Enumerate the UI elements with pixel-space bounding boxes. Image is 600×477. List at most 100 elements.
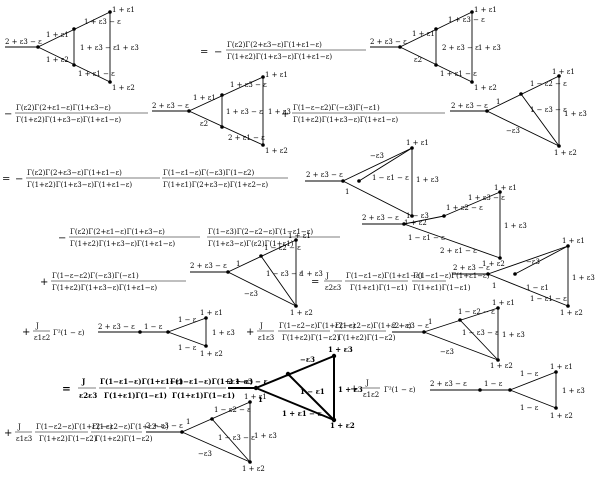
math-label-7: 1 + ε1 − ε: [78, 70, 115, 78]
math-label-102: 2 + ε3 − ε: [98, 323, 135, 331]
math-label-73: Γ(1−ε−ε2)Γ(−ε3)Γ(−ε1): [52, 272, 139, 280]
math-label-132: −ε3: [300, 355, 315, 364]
math-label-157: 2 + ε3 − ε: [146, 422, 183, 430]
math-label-139: +: [350, 384, 358, 395]
math-label-160: 1 + ε1: [244, 393, 267, 401]
math-label-21: 1 + ε2: [474, 84, 497, 92]
math-label-108: 1 + ε2: [200, 350, 223, 358]
math-label-9: =: [200, 47, 208, 58]
math-label-112: Γ(1−ε2−ε)Γ(1+ε2−ε): [279, 322, 356, 330]
math-label-148: 1 − ε: [520, 404, 539, 412]
math-label-81: −ε3: [244, 290, 258, 298]
math-label-4: 1 + ε3 − ε: [80, 44, 117, 52]
math-label-16: 1 + ε1: [474, 6, 497, 14]
math-label-14: 1 + ε1: [412, 30, 435, 38]
diagram-4: 2 + ε3 − ε 1 1 − ε2 − ε 1 + ε1 1 − ε3 − …: [450, 68, 587, 157]
math-label-52: −ε3: [370, 152, 384, 160]
diagram-6: 2 + ε3 − ε 1 − ε3 1 + ε2 − ε 1 + ε3 − ε …: [362, 184, 527, 268]
math-label-123: 1 + ε2: [490, 362, 513, 370]
math-label-68: 1 + ε3: [504, 222, 527, 230]
math-label-117: 1: [428, 318, 432, 326]
math-label-60: Γ(1+ε2)Γ(1+ε3−ε)Γ(1+ε1−ε): [70, 240, 175, 248]
math-label-90: 2 + ε3 − ε: [453, 264, 490, 272]
math-label-104: 1 − ε: [178, 316, 197, 324]
diagram-13: 2 + ε3 − ε 1 1 − ε2 − ε 1 + ε1 1 − ε3 − …: [146, 393, 277, 473]
math-label-143: 2 + ε3 − ε: [430, 380, 467, 388]
math-label-94: 1 + ε3: [572, 274, 595, 282]
math-label-11: Γ(ε2)Γ(2+ε3−ε)Γ(1+ε1−ε): [227, 41, 322, 49]
math-label-101: Γ²(1 − ε): [53, 329, 85, 337]
math-label-26: 1 + ε1: [193, 94, 216, 102]
math-label-59: Γ(ε2)Γ(2+ε1−ε)Γ(1+ε3−ε): [70, 228, 165, 236]
math-label-140: J: [365, 379, 369, 387]
math-label-95: 1: [492, 282, 496, 290]
math-label-146: 1 + ε1: [550, 363, 573, 371]
math-label-69: 1 − ε1 − ε: [408, 234, 445, 242]
math-label-89: Γ(1+ε1)Γ(1−ε1): [413, 284, 471, 292]
math-label-66: 1 + ε3 − ε: [468, 194, 505, 202]
math-label-2: 1 + ε3 − ε: [84, 18, 121, 26]
math-label-138: 1 + ε2: [330, 421, 355, 430]
math-label-92: 1 + ε1: [562, 237, 585, 245]
math-label-29: 1 + ε3 − ε: [226, 108, 263, 116]
math-label-164: 1 + ε2: [242, 465, 265, 473]
math-label-63: 2 + ε3 − ε: [362, 214, 399, 222]
math-label-51: 2 + ε3 − ε: [306, 171, 343, 179]
math-label-135: 1 + ε3: [338, 385, 363, 394]
math-label-38: 1: [496, 98, 500, 106]
diagram-5: 2 + ε3 − ε −ε3 1 + ε1 1 − ε1 − ε 1 + ε3 …: [305, 139, 439, 227]
math-label-115: Γ(1+ε2)Γ(1−ε2): [338, 334, 396, 342]
math-label-118: 1 − ε2 − ε: [458, 308, 495, 316]
math-label-40: 1 + ε1: [552, 68, 575, 76]
math-label-62: Γ(1+ε3−ε)Γ(ε2)Γ(1+ε1): [208, 240, 294, 248]
math-label-93: 1 − ε1: [526, 284, 549, 292]
math-label-78: 1 + ε1: [288, 232, 311, 240]
math-label-34: +: [281, 109, 289, 120]
math-label-33: 1 + ε2: [265, 147, 288, 155]
math-label-116: 2 + ε3 − ε: [392, 322, 429, 330]
math-label-50: Γ(1+ε1)Γ(2+ε3−ε)Γ(1+ε2−ε): [163, 181, 268, 189]
diagram-1: 2 + ε3 − ε 1 + ε1 1 + ε3 − ε 1 + ε1 1 + …: [5, 6, 139, 92]
math-label-100: ε1ε2: [34, 334, 50, 342]
diagram-8: 2 + ε3 − ε −ε3 1 + ε1 1 − ε1 1 + ε3 1 1 …: [452, 237, 595, 317]
math-label-19: ε2: [414, 56, 422, 64]
math-label-122: −ε3: [440, 348, 454, 356]
math-label-57: 1 + ε2: [404, 219, 427, 227]
math-label-13: 2 + ε3 − ε: [370, 38, 407, 46]
math-label-45: =: [2, 174, 10, 185]
math-label-31: ε2: [200, 120, 208, 128]
math-label-36: Γ(1+ε2)Γ(1+ε3−ε)Γ(1+ε1−ε): [293, 116, 398, 124]
math-label-44: 1 + ε2: [554, 149, 577, 157]
math-label-61: Γ(1−ε3)Γ(2−ε2−ε)Γ(1−ε1−ε): [208, 228, 313, 236]
math-label-71: 1 + ε2: [482, 260, 505, 268]
math-label-127: Γ(1−ε1−ε)Γ(1+ε1−ε): [100, 377, 183, 386]
math-label-145: 1 − ε: [520, 370, 539, 378]
math-label-147: 1 + ε3: [562, 387, 585, 395]
math-label-125: J: [81, 377, 86, 386]
math-label-114: Γ(1−ε2−ε)Γ(1+ε2−ε): [335, 322, 412, 330]
math-label-120: 1 − ε3 − ε: [462, 329, 499, 337]
math-label-18: 1 + ε3: [478, 44, 501, 52]
math-label-142: Γ²(1 − ε): [384, 386, 416, 394]
math-label-41: 1 − ε3 − ε: [530, 106, 567, 114]
math-label-150: +: [4, 428, 12, 439]
math-label-74: Γ(1+ε2)Γ(1+ε3−ε)Γ(1+ε1−ε): [52, 284, 157, 292]
math-label-152: ε1ε3: [16, 435, 32, 443]
math-label-134: 1 − ε1: [300, 387, 325, 396]
math-label-46: −: [15, 174, 23, 185]
math-label-43: −ε3: [506, 127, 520, 135]
math-label-107: 1 − ε: [178, 344, 197, 352]
math-label-163: −ε3: [198, 450, 212, 458]
math-label-67: 1 + ε1: [494, 184, 517, 192]
math-label-130: Γ(1+ε1)Γ(1−ε1): [172, 391, 235, 400]
math-label-155: Γ(1−ε2−ε)Γ(1+ε2−ε): [92, 423, 169, 431]
math-label-126: ε2ε3: [79, 391, 97, 400]
math-label-3: 1 + ε1: [112, 6, 135, 14]
math-label-121: 1 + ε3: [502, 331, 525, 339]
math-label-137: 1 + ε1 − ε: [282, 409, 322, 418]
math-label-80: 1 + ε3: [300, 270, 323, 278]
math-label-75: 2 + ε3 − ε: [190, 262, 227, 270]
math-label-99: J: [35, 322, 39, 330]
math-label-15: 1 + ε3 − ε: [448, 16, 485, 24]
math-label-6: 1 + ε2: [46, 56, 69, 64]
